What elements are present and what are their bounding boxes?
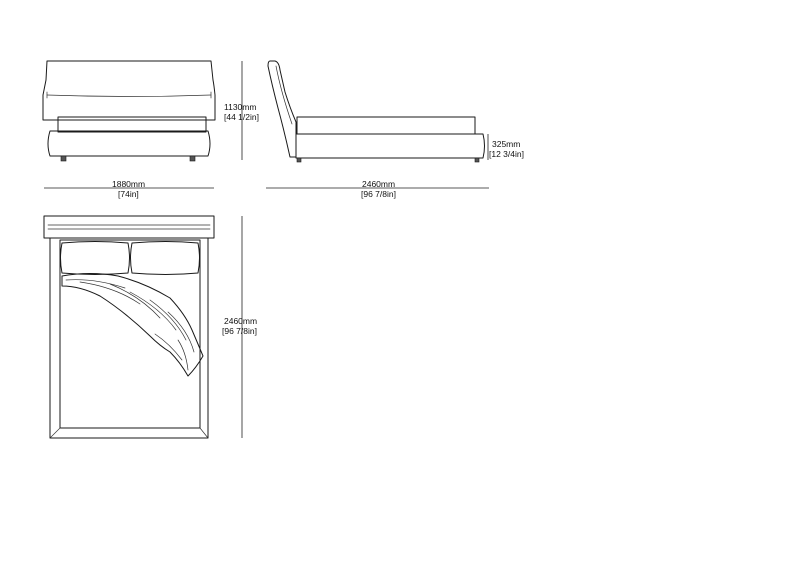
side-length-dimension: 2460mm [96 7/8in] <box>266 179 489 199</box>
side-mattress-top <box>296 116 476 135</box>
side-height-dimension: 325mm [12 3/4in] <box>487 134 524 160</box>
front-foot-left <box>60 155 67 162</box>
front-headboard-seam <box>46 94 212 97</box>
side-foot-right <box>474 157 480 163</box>
plan-throw-blanket <box>61 273 204 377</box>
front-height-dimension: 1130mm [44 1/2in] <box>224 61 259 160</box>
plan-view <box>43 215 215 439</box>
front-headboard <box>42 60 216 121</box>
side-headboard <box>267 60 297 158</box>
front-width-dimension: 1880mm [74in] <box>44 179 214 199</box>
plan-bed-frame <box>49 237 209 439</box>
side-height-in: [12 3/4in] <box>489 149 524 159</box>
side-length-mm: 2460mm <box>362 179 395 189</box>
front-foot-right <box>189 155 196 162</box>
plan-pillow-right <box>130 241 200 275</box>
plan-mattress <box>59 239 201 429</box>
front-width-in: [74in] <box>118 189 139 199</box>
front-height-in: [44 1/2in] <box>224 112 259 122</box>
front-height-mm: 1130mm <box>224 102 256 112</box>
side-height-mm: 325mm <box>492 139 520 149</box>
side-view <box>267 60 485 163</box>
plan-length-mm: 2460mm <box>224 316 257 326</box>
plan-length-in: [96 7/8in] <box>222 326 257 336</box>
side-bed-base <box>295 133 485 159</box>
plan-headboard <box>43 215 215 239</box>
front-width-mm: 1880mm <box>112 179 145 189</box>
plan-pillow-left <box>60 241 130 275</box>
side-length-in: [96 7/8in] <box>361 189 396 199</box>
side-foot-left <box>296 157 302 163</box>
front-view <box>42 60 216 162</box>
front-mattress-top <box>57 116 207 133</box>
plan-length-dimension: 2460mm [96 7/8in] <box>222 216 257 438</box>
front-bed-base <box>47 130 211 157</box>
